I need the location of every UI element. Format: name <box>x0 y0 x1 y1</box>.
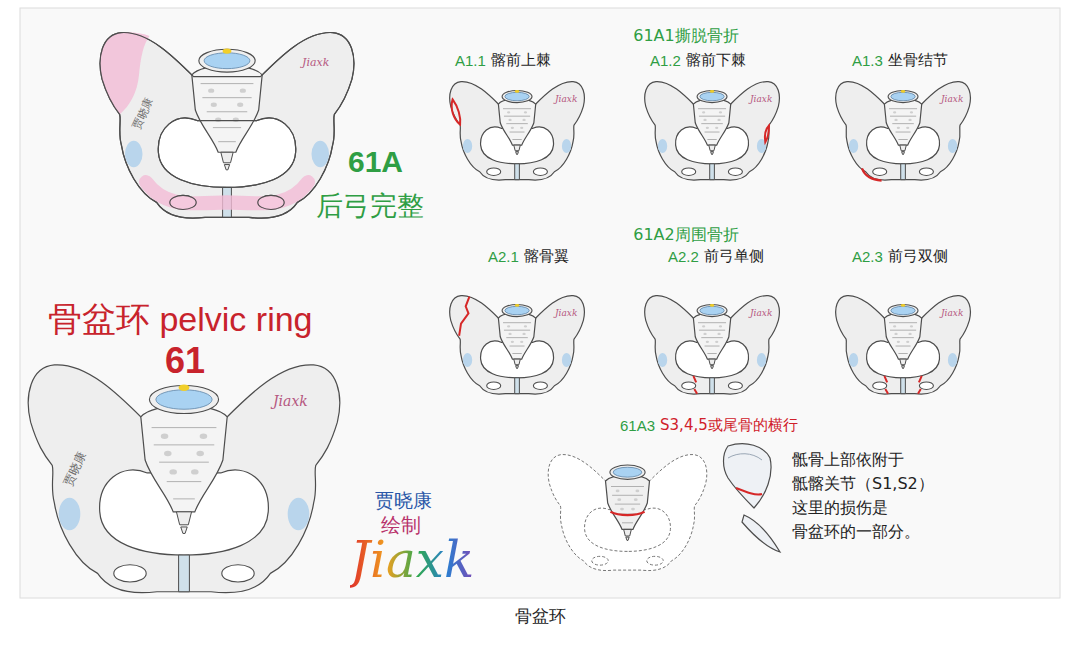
pelvis-figure <box>645 296 780 395</box>
subtype-code: A2.2 <box>668 248 699 265</box>
subtype-code: 61A3 <box>620 417 655 434</box>
subtype-code: A1.3 <box>852 52 883 69</box>
panel-ground <box>20 8 1060 598</box>
pelvis-a21 <box>450 296 585 395</box>
watermark: Jiaxk <box>555 308 577 318</box>
subtype-name: 髂骨翼 <box>524 248 569 265</box>
subtype-code: A2.1 <box>488 248 519 265</box>
type-code: 61 <box>165 340 205 381</box>
pelvis-figure <box>450 296 585 395</box>
disc <box>613 467 642 477</box>
watermark: Jiaxk <box>302 57 329 70</box>
watermark: Jiaxk <box>941 94 963 104</box>
pelvis-a13 <box>836 82 971 181</box>
logo-text: Jiaxk <box>350 532 480 594</box>
pelvis-a23 <box>836 296 971 395</box>
coccyx-lateral <box>742 515 780 552</box>
sacrum-lateral <box>724 444 781 552</box>
sacrum-ridge <box>611 487 644 523</box>
pelvis-a3 <box>548 455 707 571</box>
note-text: 骶骨上部依附于 骶髂关节（S1,S2） 这里的损伤是 骨盆环的一部分。 <box>792 448 957 544</box>
pelvis-outline-dashed <box>585 508 671 551</box>
fracture-line <box>765 126 769 143</box>
subtype-name: 前弓双侧 <box>888 248 948 265</box>
pelvis-outline <box>158 118 296 187</box>
vertebra <box>610 465 645 479</box>
sacrum-ridge <box>728 454 762 460</box>
pelvis-figure <box>450 82 585 181</box>
watermark: Jiaxk <box>941 308 963 318</box>
caption: 骨盆环 <box>515 607 566 627</box>
watermark: Jiaxk <box>273 393 308 409</box>
subtype-name: 前弓单侧 <box>704 248 764 265</box>
pelvis-outline-dashed <box>548 455 707 571</box>
pelvis-a11 <box>450 82 585 181</box>
fracture-line <box>884 376 921 394</box>
watermark: Jiaxk <box>555 94 577 104</box>
watermark: Jiaxk <box>750 308 772 318</box>
pelvis-outline-dashed <box>592 556 664 565</box>
subtype-name: S3,4,5或尾骨的横行 <box>660 417 798 434</box>
diagram-title: 骨盆环 pelvic ring <box>48 300 313 339</box>
coccyx <box>624 529 632 540</box>
watermark: Jiaxk <box>750 94 772 104</box>
fracture-line <box>736 488 762 495</box>
fracture-line <box>610 512 644 515</box>
group-heading: 61A1撕脱骨折 <box>633 27 738 45</box>
pelvis-figure <box>100 32 354 218</box>
signature: 贾晓康 <box>130 96 155 131</box>
fracture-line <box>452 99 461 124</box>
pelvis-figure <box>836 82 971 181</box>
pelvis-61 <box>28 365 339 593</box>
pelvis-a12 <box>645 82 780 181</box>
pelvis-a22 <box>645 296 780 395</box>
type-description: 后弓完整 <box>316 190 424 221</box>
pelvis-figure <box>836 296 971 395</box>
sacrum <box>606 475 650 529</box>
fracture-line <box>862 168 882 180</box>
pelvis-figure <box>28 365 339 593</box>
subtype-code: A1.2 <box>650 52 681 69</box>
pelvis-figure <box>645 82 780 181</box>
subtype-code: A1.1 <box>455 52 486 69</box>
fracture-line <box>459 297 469 336</box>
sacral-foramen <box>616 490 640 511</box>
sacrum-lateral-figure <box>724 444 772 508</box>
pelvis-61a <box>100 32 354 218</box>
fracture-line <box>693 376 697 394</box>
subtype-code: A2.3 <box>852 248 883 265</box>
subtype-name: 髂前上棘 <box>491 52 551 69</box>
logo-text: 贾晓康 <box>375 490 432 512</box>
pelvis-outline <box>100 32 354 218</box>
group-heading: 61A2周围骨折 <box>633 226 738 244</box>
subtype-name: 坐骨结节 <box>888 52 948 69</box>
subtype-name: 髂前下棘 <box>686 52 746 69</box>
signature: 贾晓康 <box>62 450 90 488</box>
pelvis-outline <box>170 195 284 209</box>
type-code: 61A <box>348 145 403 180</box>
